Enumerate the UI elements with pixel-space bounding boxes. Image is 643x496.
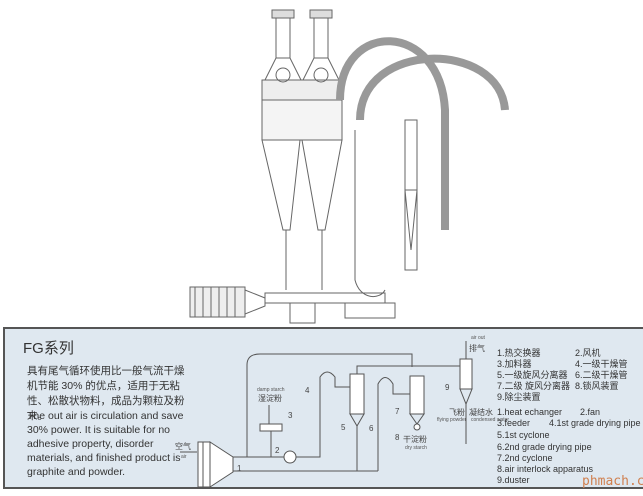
legend-zh-5: 5.一级旋风分离器 bbox=[497, 370, 568, 380]
num-3: 3 bbox=[288, 411, 293, 420]
flying-powder-zh: 飞粉 bbox=[449, 408, 465, 417]
cyclone-1 bbox=[349, 373, 365, 415]
num-6: 6 bbox=[369, 424, 374, 433]
condensed-water-en: condensed water bbox=[471, 417, 510, 423]
panel-title: FG系列 bbox=[23, 340, 74, 357]
condensed-water-zh: 凝结水 bbox=[469, 408, 493, 417]
legend-en-9: 9.duster bbox=[497, 475, 530, 485]
description-zh: 具有尾气循环使用比一般气流干燥机节能 30% 的优点，适用于无粘性、松散状物料，… bbox=[27, 365, 185, 422]
num-9: 9 bbox=[445, 383, 450, 392]
air-label-en: air bbox=[181, 454, 187, 460]
damp-starch-zh: 湿淀粉 bbox=[258, 394, 282, 403]
num-8: 8 bbox=[395, 433, 400, 442]
legend-zh-1: 1.热交换器 bbox=[497, 348, 541, 358]
dry-starch-en: dry starch bbox=[405, 445, 427, 451]
feeder bbox=[259, 423, 283, 432]
heat-exchanger bbox=[189, 286, 396, 324]
num-1: 1 bbox=[237, 464, 242, 473]
damp-starch-en: damp starch bbox=[257, 387, 285, 393]
legend-en-6: 6.2nd grade drying pipe bbox=[497, 442, 592, 452]
air-label-zh: 空气 bbox=[175, 442, 191, 451]
fg-series-panel: FG系列 具有尾气循环使用比一般气流干燥机节能 30% 的优点，适用于无粘性、松… bbox=[3, 327, 643, 489]
num-5: 5 bbox=[341, 423, 346, 432]
legend-en-5: 5.1st cyclone bbox=[497, 430, 550, 440]
description-en: The out air is circulation and save 30% … bbox=[27, 410, 184, 478]
legend-zh-8: 8.锁风装置 bbox=[575, 381, 619, 391]
watermark: phmach.cn bbox=[582, 474, 643, 489]
legend-zh-3: 3.加料器 bbox=[497, 359, 532, 369]
legend-en-2: 2.fan bbox=[580, 407, 601, 417]
heat-exchanger-box bbox=[197, 441, 211, 488]
num-2: 2 bbox=[275, 446, 280, 455]
legend-zh-9: 9.除尘装置 bbox=[497, 392, 541, 402]
return-ducts bbox=[336, 37, 509, 298]
flow-diagram bbox=[180, 341, 473, 488]
legend-zh-2: 2.风机 bbox=[575, 348, 601, 358]
legend-en-8: 8.air interlock apparatus bbox=[497, 464, 594, 474]
num-7: 7 bbox=[395, 407, 400, 416]
dry-starch-zh: 干淀粉 bbox=[403, 435, 427, 444]
twin-towers bbox=[261, 9, 343, 290]
legend-zh-4: 4.一级干燥管 bbox=[575, 359, 628, 369]
legend-en-1: 1.heat echanger bbox=[497, 407, 563, 417]
air-out-zh: 排气 bbox=[469, 344, 485, 353]
legend-en-3: 3.feeder bbox=[497, 418, 531, 428]
legend-en-7: 7.2nd cyclone bbox=[497, 453, 553, 463]
flying-powder-en: flying powder bbox=[437, 417, 467, 423]
legend-zh-7: 7.二级 旋风分离器 bbox=[497, 381, 571, 391]
cyclone-2 bbox=[409, 375, 425, 415]
legend-zh-6: 6.二级干燥管 bbox=[575, 370, 628, 380]
num-4: 4 bbox=[305, 386, 310, 395]
dryer-machine-illustration bbox=[189, 9, 509, 324]
duster bbox=[459, 358, 473, 390]
air-out-en: air out bbox=[471, 335, 485, 341]
legend-en-4: 4.1st grade drying pipe bbox=[549, 418, 641, 428]
fan bbox=[283, 450, 297, 464]
